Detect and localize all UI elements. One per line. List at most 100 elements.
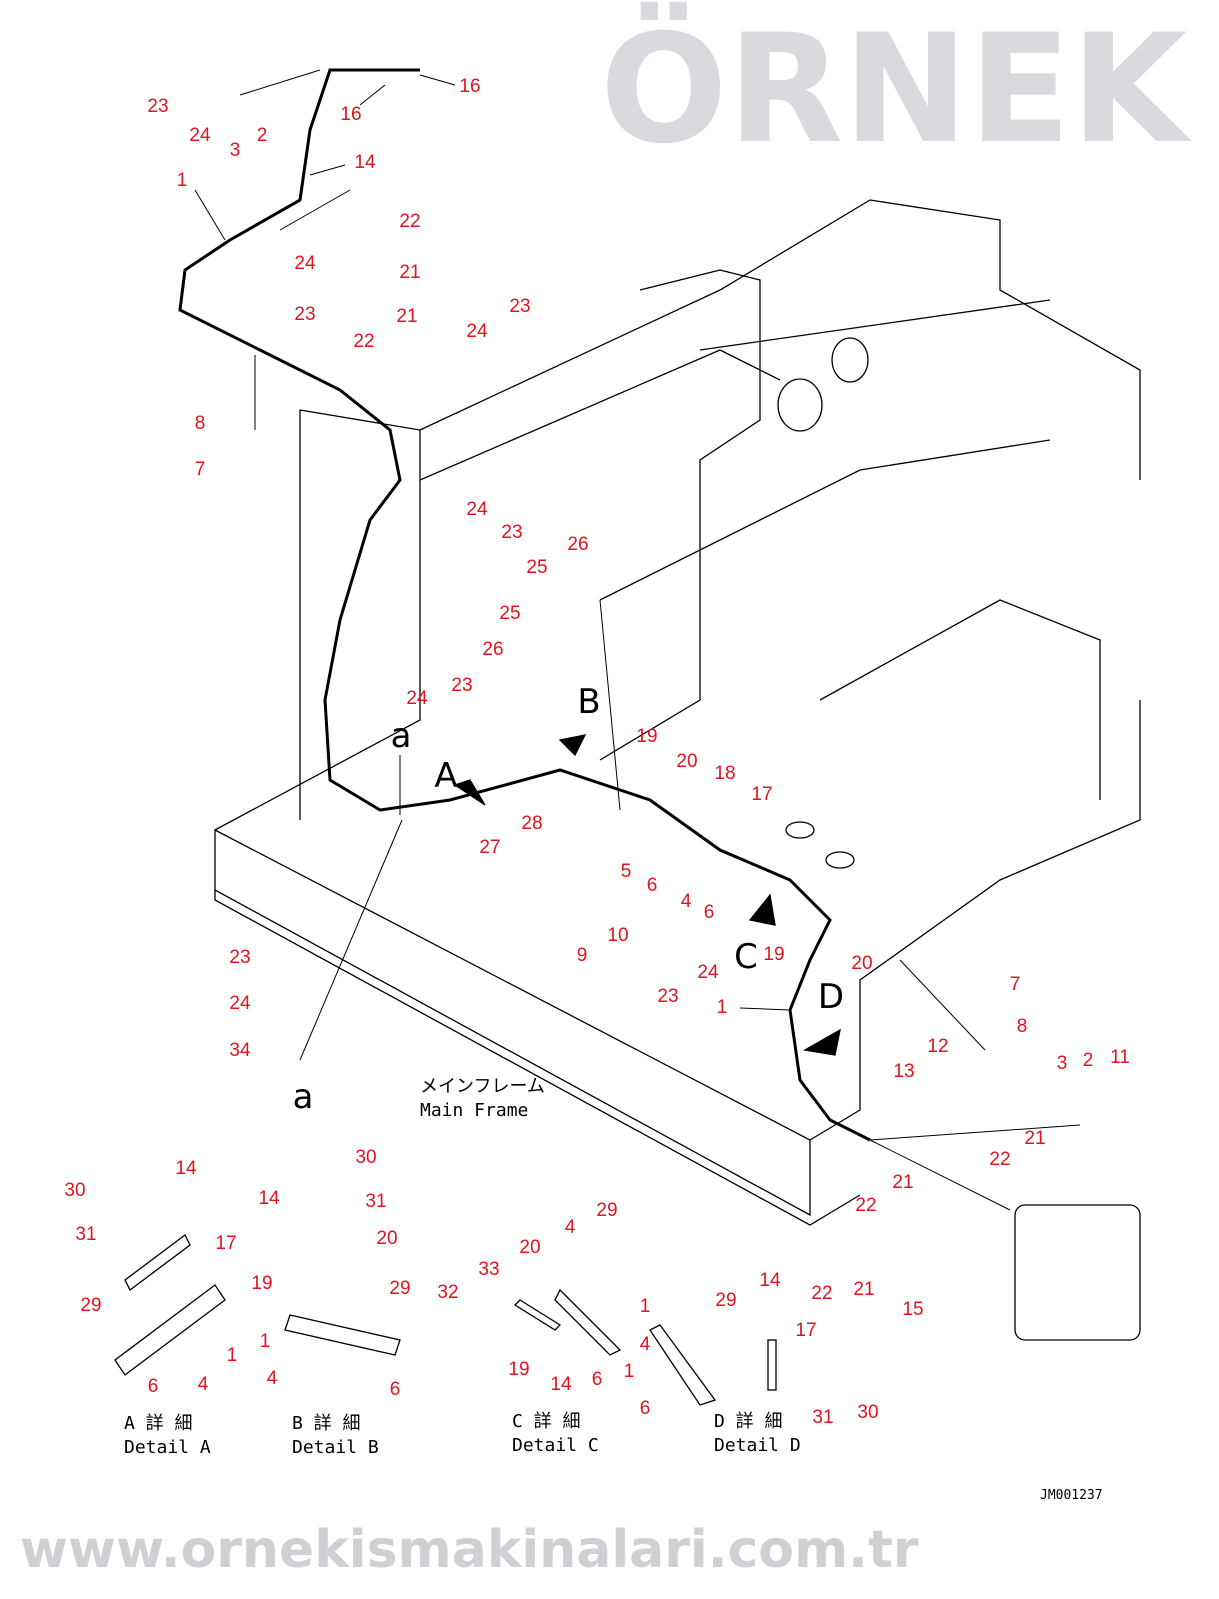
detail-b-caption: B 詳 細 Detail B (292, 1412, 379, 1460)
callout-number: 2 (1082, 1050, 1094, 1071)
callout-number: 8 (194, 413, 206, 434)
callout-number: 15 (902, 1299, 924, 1320)
callout-number: 30 (355, 1147, 377, 1168)
callout-number: 4 (564, 1217, 576, 1238)
callout-number: 17 (215, 1233, 237, 1254)
callout-number: 34 (229, 1040, 251, 1061)
callout-number: 3 (229, 140, 241, 161)
callout-number: 24 (189, 125, 211, 146)
main-frame-outline (214, 199, 1141, 1341)
callout-number: 6 (646, 875, 658, 896)
callout-number: 1 (259, 1331, 271, 1352)
callout-number: 23 (501, 522, 523, 543)
callout-number: 24 (406, 688, 428, 709)
callout-number: 20 (376, 1228, 398, 1249)
callout-number: 3 (1056, 1053, 1068, 1074)
main-frame-label: メインフレーム Main Frame (420, 1075, 545, 1123)
detail-d-ja: D 詳 細 (714, 1411, 783, 1432)
detail-a-en: Detail A (124, 1437, 211, 1458)
leader-lines (194, 69, 1081, 1211)
callout-number: 17 (751, 784, 773, 805)
callout-number: 11 (1110, 1047, 1130, 1068)
view-letter: D (817, 977, 845, 1017)
callout-number: 22 (855, 1195, 877, 1216)
callout-number: 28 (521, 813, 543, 834)
callout-number: 8 (1016, 1016, 1028, 1037)
callout-number: 23 (294, 304, 316, 325)
callout-number: 7 (1009, 974, 1021, 995)
callout-number: 32 (437, 1282, 459, 1303)
main-frame-label-ja: メインフレーム (420, 1076, 545, 1097)
view-letter: A (434, 756, 458, 796)
callout-number: 4 (639, 1334, 651, 1355)
callout-number: 5 (620, 861, 632, 882)
callout-number: 25 (526, 557, 548, 578)
callout-number: 29 (715, 1290, 737, 1311)
callout-number: 21 (1024, 1128, 1046, 1149)
callout-number: 1 (226, 1345, 238, 1366)
callout-number: 10 (607, 925, 629, 946)
callout-number: 23 (509, 296, 531, 317)
watermark-url: www.ornekismakinalari.com.tr (20, 1520, 919, 1580)
main-frame-label-en: Main Frame (420, 1100, 529, 1121)
callout-number: 13 (893, 1061, 915, 1082)
view-letter: a (292, 1077, 314, 1117)
view-letter: a (390, 716, 412, 756)
callout-number: 4 (197, 1374, 209, 1395)
callout-number: 20 (676, 751, 698, 772)
callout-number: 14 (550, 1374, 572, 1395)
callout-number: 1 (176, 170, 188, 191)
detail-c-en: Detail C (512, 1435, 599, 1456)
callout-number: 24 (466, 321, 488, 342)
callout-number: 21 (892, 1172, 914, 1193)
callout-number: 1 (639, 1296, 651, 1317)
callout-number: 29 (80, 1295, 102, 1316)
detail-a-caption: A 詳 細 Detail A (124, 1412, 211, 1460)
callout-number: 30 (64, 1180, 86, 1201)
callout-number: 33 (478, 1259, 500, 1280)
view-arrows (453, 734, 841, 1056)
callout-number: 6 (703, 902, 715, 923)
callout-number: 4 (266, 1368, 278, 1389)
detail-c-ja: C 詳 細 (512, 1411, 581, 1432)
callout-number: 24 (697, 962, 719, 983)
detail-d-en: Detail D (714, 1435, 801, 1456)
detail-b-en: Detail B (292, 1437, 379, 1458)
callout-number: 26 (567, 534, 589, 555)
callout-number: 1 (716, 997, 728, 1018)
callout-number: 24 (466, 499, 488, 520)
view-letter: B (577, 682, 601, 722)
callout-number: 25 (499, 603, 521, 624)
view-letter: C (734, 937, 758, 977)
callout-number: 23 (147, 96, 169, 117)
callout-number: 14 (175, 1158, 197, 1179)
callout-number: 19 (508, 1359, 530, 1380)
callout-number: 2 (256, 125, 268, 146)
callout-number: 12 (927, 1036, 949, 1057)
callout-number: 20 (851, 953, 873, 974)
callout-number: 6 (639, 1398, 651, 1419)
callout-number: 29 (596, 1200, 618, 1221)
callout-number: 23 (229, 947, 251, 968)
callout-number: 31 (75, 1224, 97, 1245)
callout-number: 1 (623, 1361, 635, 1382)
callout-number: 19 (763, 944, 785, 965)
callout-number: 19 (636, 726, 658, 747)
callout-number: 23 (451, 675, 473, 696)
callout-number: 20 (519, 1237, 541, 1258)
callout-number: 23 (657, 986, 679, 1007)
callout-number: 24 (294, 253, 316, 274)
callout-number: 22 (399, 211, 421, 232)
callout-number: 30 (857, 1402, 879, 1423)
drawing-code: JM001237 (1040, 1488, 1103, 1503)
watermark-brand: ÖRNEK (600, 3, 1188, 177)
detail-a-ja: A 詳 細 (124, 1413, 193, 1434)
callout-number: 29 (389, 1278, 411, 1299)
callout-number: 18 (714, 763, 736, 784)
callout-number: 27 (479, 837, 501, 858)
callout-number: 14 (258, 1188, 280, 1209)
callout-number: 19 (251, 1273, 273, 1294)
detail-d-caption: D 詳 細 Detail D (714, 1410, 801, 1458)
callout-number: 14 (354, 152, 376, 173)
